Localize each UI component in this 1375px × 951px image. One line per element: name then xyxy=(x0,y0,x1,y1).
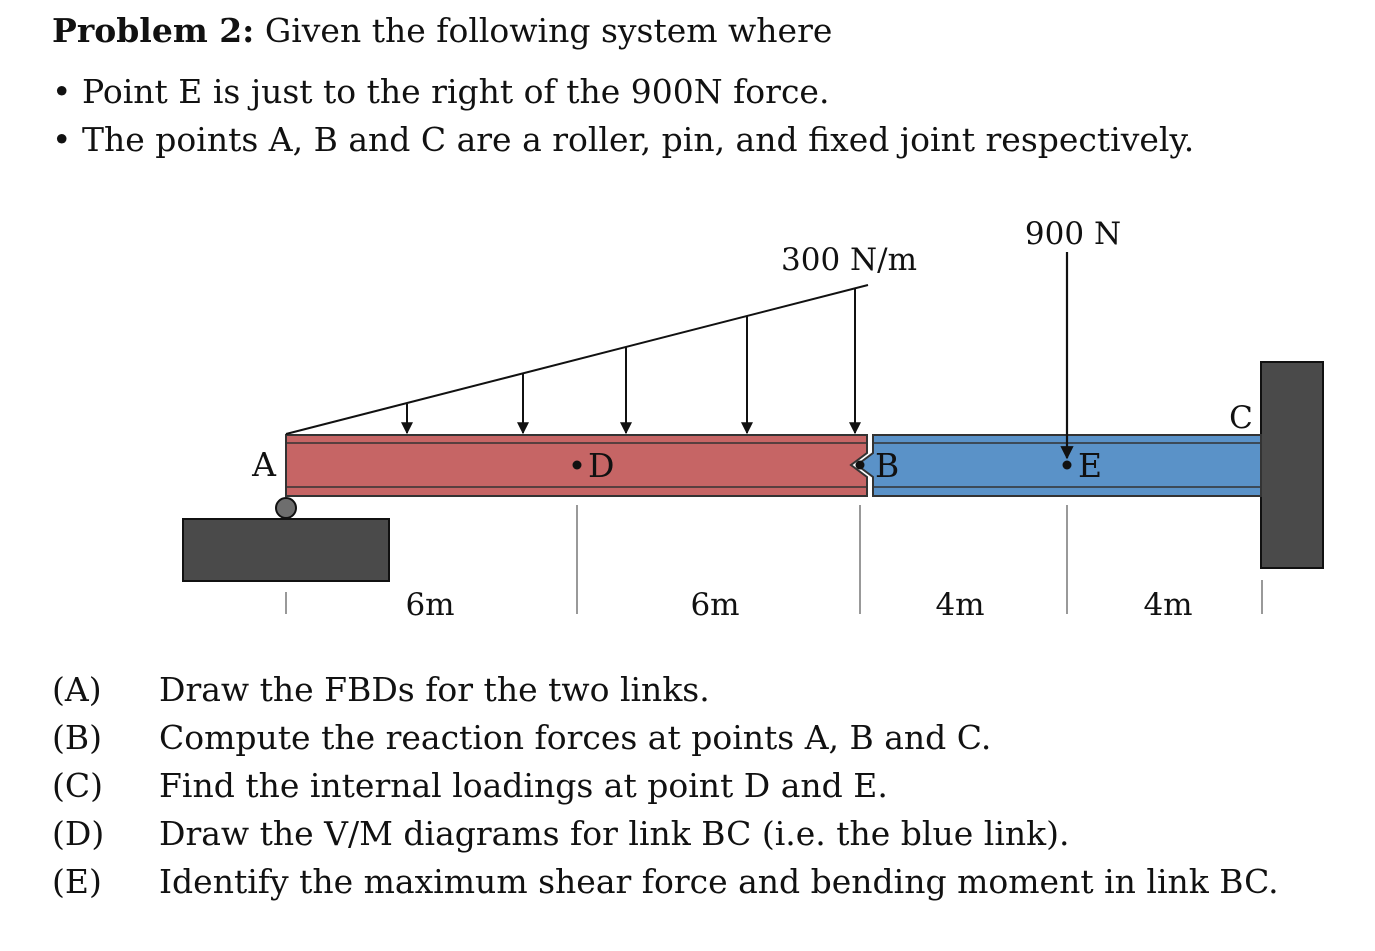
question-item: (D) Draw the V/M diagrams for link BC (i… xyxy=(52,810,1279,858)
point-e-dot xyxy=(1062,460,1072,470)
distributed-load-label: 300 N/m xyxy=(781,242,917,278)
condition-item: • Point E is just to the right of the 90… xyxy=(52,68,1194,116)
problem-title: Problem 2: xyxy=(52,11,255,50)
point-b-label: B xyxy=(875,446,899,485)
question-text: Draw the FBDs for the two links. xyxy=(159,670,710,709)
question-item: (E) Identify the maximum shear force and… xyxy=(52,858,1279,906)
point-d-label: D xyxy=(588,446,614,485)
question-text: Identify the maximum shear force and ben… xyxy=(159,862,1279,901)
beam-diagram: 300 N/m 900 N A D B E C 6m 6m 4m 4m xyxy=(182,216,1324,623)
question-label: (B) xyxy=(52,718,102,757)
condition-text: Point E is just to the right of the 900N… xyxy=(82,72,830,111)
condition-list: • Point E is just to the right of the 90… xyxy=(52,68,1194,164)
dimension-label: 4m xyxy=(935,587,984,623)
bullet-icon: • xyxy=(52,120,72,159)
wall-support xyxy=(1260,361,1324,569)
problem-intro: Given the following system where xyxy=(264,11,833,50)
problem-header: Problem 2: Given the following system wh… xyxy=(52,10,832,52)
point-e-label: E xyxy=(1078,446,1102,485)
question-text: Compute the reaction forces at points A,… xyxy=(159,718,992,757)
question-list: (A) Draw the FBDs for the two links. (B)… xyxy=(52,666,1279,906)
question-label: (E) xyxy=(52,862,102,901)
ground-support xyxy=(182,518,390,582)
dimension-label: 4m xyxy=(1143,587,1192,623)
point-a-label: A xyxy=(251,445,277,484)
dimension-label: 6m xyxy=(405,587,454,623)
distributed-load-envelope xyxy=(285,284,869,435)
roller-icon xyxy=(275,497,297,519)
point-d-dot xyxy=(572,460,582,470)
question-label: (C) xyxy=(52,766,103,805)
dimension-label: 6m xyxy=(690,587,739,623)
question-label: (D) xyxy=(52,814,105,853)
bullet-icon: • xyxy=(52,72,72,111)
question-item: (A) Draw the FBDs for the two links. xyxy=(52,666,1279,714)
question-text: Draw the V/M diagrams for link BC (i.e. … xyxy=(159,814,1070,853)
condition-item: • The points A, B and C are a roller, pi… xyxy=(52,116,1194,164)
condition-text: The points A, B and C are a roller, pin,… xyxy=(82,120,1195,159)
point-load-label: 900 N xyxy=(1025,216,1121,252)
question-item: (C) Find the internal loadings at point … xyxy=(52,762,1279,810)
question-item: (B) Compute the reaction forces at point… xyxy=(52,714,1279,762)
question-label: (A) xyxy=(52,670,102,709)
question-text: Find the internal loadings at point D an… xyxy=(159,766,888,805)
point-b-dot xyxy=(855,460,865,470)
point-c-label: C xyxy=(1229,400,1253,436)
